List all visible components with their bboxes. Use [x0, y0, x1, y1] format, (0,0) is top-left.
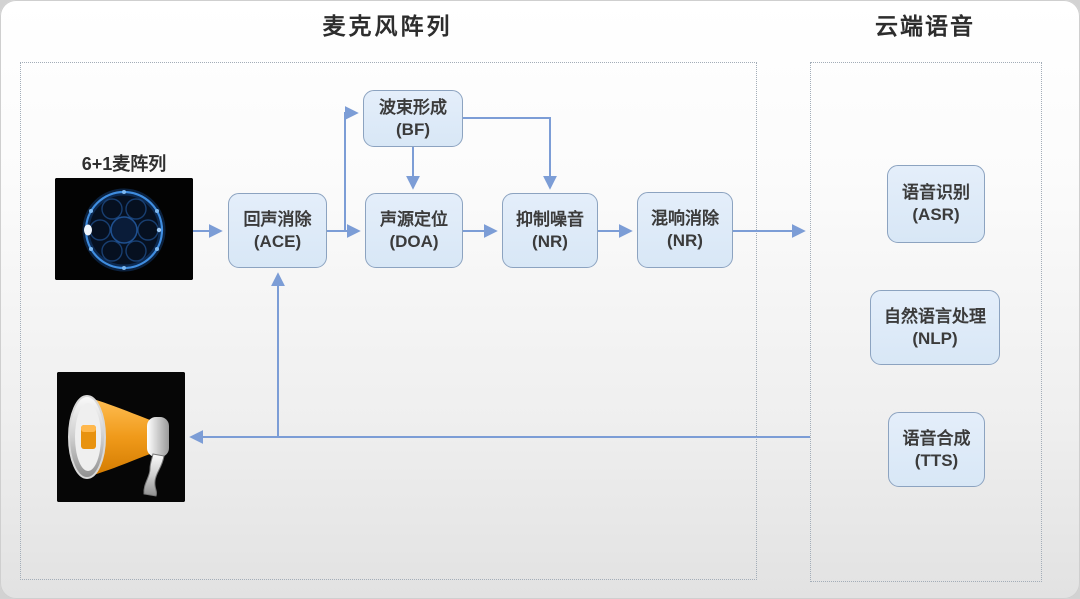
node-speech-recognition-abbr: (ASR) [912, 205, 960, 224]
node-echo-cancellation: 回声消除 (ACE) [228, 193, 327, 268]
node-nlp-abbr: (NLP) [912, 328, 958, 348]
node-noise-suppression-label: 抑制噪音 [516, 209, 584, 229]
node-speech-synthesis-abbr: (TTS) [914, 450, 959, 470]
mic-array-graphic [55, 178, 193, 280]
node-nlp: 自然语言处理 (NLP) [870, 290, 1000, 365]
mic-array-image [55, 178, 193, 280]
cloud-voice-group [810, 62, 1042, 582]
node-nlp-label: 自然语言处理 [884, 306, 986, 326]
node-beamforming: 波束形成 (BF) [363, 90, 463, 147]
node-dereverberation-label: 混响消除 [651, 209, 719, 228]
node-beamforming-label: 波束形成 [379, 97, 447, 117]
node-sound-localization-abbr: (DOA) [389, 231, 439, 251]
node-speech-synthesis: 语音合成 (TTS) [888, 412, 985, 487]
node-beamforming-abbr: (BF) [396, 119, 430, 139]
node-echo-cancellation-abbr: (ACE) [253, 231, 302, 251]
mic-array-label: 6+1麦阵列 [81, 154, 167, 174]
node-noise-suppression-abbr: (NR) [532, 231, 568, 251]
cloud-voice-group-title: 云端语音 [875, 13, 975, 39]
node-speech-recognition: 语音识别 (ASR) [887, 165, 985, 243]
node-sound-localization: 声源定位 (DOA) [365, 193, 463, 268]
mic-array-group [20, 62, 757, 580]
node-dereverberation: 混响消除 (NR) [637, 192, 733, 268]
megaphone-graphic [57, 372, 185, 502]
node-speech-recognition-label: 语音识别 [902, 183, 970, 202]
node-echo-cancellation-label: 回声消除 [243, 209, 312, 229]
mic-array-group-title: 麦克风阵列 [322, 13, 453, 39]
node-sound-localization-label: 声源定位 [380, 209, 448, 229]
speaker-image [57, 372, 185, 502]
node-noise-suppression: 抑制噪音 (NR) [502, 193, 598, 268]
node-speech-synthesis-label: 语音合成 [902, 428, 971, 448]
node-dereverberation-abbr: (NR) [667, 231, 703, 250]
